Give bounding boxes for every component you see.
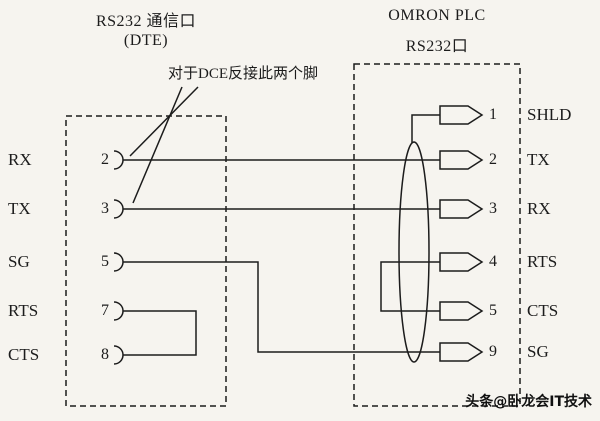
dte-pin-8-arc	[113, 345, 124, 365]
dte-pin-number-5: 5	[101, 253, 109, 270]
dte-pin-number-8: 8	[101, 346, 109, 363]
dte-connector-box	[65, 115, 227, 407]
wire-shld-to-shield	[411, 114, 440, 143]
plc-subtitle: RS232口	[405, 38, 469, 55]
plc-pin-1-arrow	[439, 105, 484, 125]
dte-pin-3-arc	[113, 199, 124, 219]
dte-pin-number-2: 2	[101, 151, 109, 168]
watermark-text: 头条@卧龙会IT技术	[465, 394, 592, 410]
dte-pin-label-tx: TX	[8, 199, 31, 218]
plc-pin-label-sg: SG	[527, 342, 549, 361]
jumper-dte-rts-cts	[123, 310, 197, 356]
dte-pin-label-rx: RX	[8, 150, 32, 169]
cable-shield-ellipse	[398, 141, 430, 363]
dte-pin-label-cts: CTS	[8, 345, 40, 364]
plc-pin-label-cts: CTS	[527, 301, 559, 320]
dte-pin-number-3: 3	[101, 200, 109, 217]
plc-pin-label-rts: RTS	[527, 252, 558, 271]
plc-pin-label-tx: TX	[527, 150, 550, 169]
dte-pin-label-rts: RTS	[8, 301, 39, 320]
annotation-leader-line-2	[129, 86, 199, 157]
plc-pin-number-5: 5	[489, 302, 497, 319]
plc-connector-box	[353, 63, 521, 407]
plc-pin-3-arrow	[439, 199, 484, 219]
plc-pin-number-9: 9	[489, 343, 497, 360]
dte-title: RS232 通信口	[95, 13, 197, 30]
dte-pin-7-arc	[113, 301, 124, 321]
dce-note: 对于DCE反接此两个脚	[168, 66, 319, 82]
dte-pin-label-sg: SG	[8, 252, 30, 271]
plc-pin-9-arrow	[439, 342, 484, 362]
plc-pin-2-arrow	[439, 150, 484, 170]
dte-pin-number-7: 7	[101, 302, 109, 319]
plc-title: OMRON PLC	[388, 7, 486, 24]
plc-pin-label-rx: RX	[527, 199, 551, 218]
dte-pin-5-arc	[113, 252, 124, 272]
plc-pin-number-4: 4	[489, 253, 497, 270]
jumper-plc-rts-cts	[380, 261, 440, 312]
dte-subtitle: (DTE)	[123, 32, 169, 49]
plc-pin-4-arrow	[439, 252, 484, 272]
plc-pin-number-2: 2	[489, 151, 497, 168]
plc-pin-number-3: 3	[489, 200, 497, 217]
wire-sg-to-sg	[123, 261, 440, 353]
annotation-leader-line-1	[132, 86, 183, 204]
plc-pin-5-arrow	[439, 301, 484, 321]
plc-pin-number-1: 1	[489, 106, 497, 123]
dte-pin-2-arc	[113, 150, 124, 170]
plc-pin-label-shld: SHLD	[527, 105, 572, 124]
